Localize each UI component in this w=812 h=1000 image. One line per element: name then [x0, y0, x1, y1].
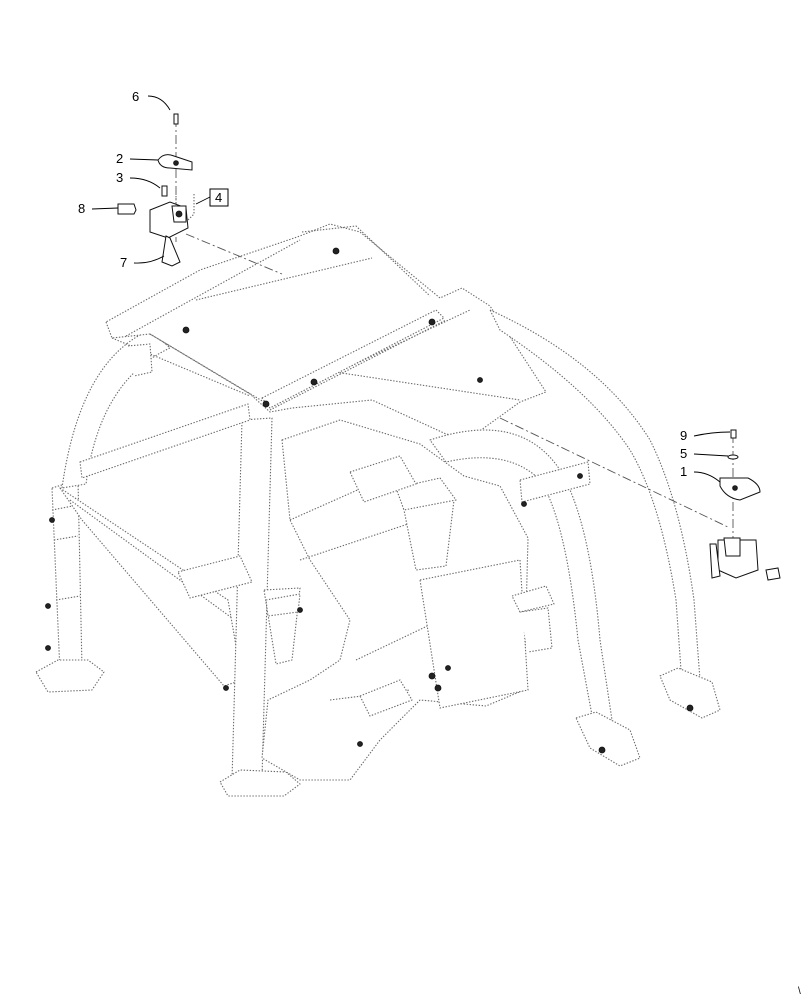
washer-5-right [727, 454, 739, 460]
roof-panel [105, 223, 547, 439]
rear-cross-member [519, 461, 591, 503]
right-front-foot [575, 711, 641, 767]
plug-8-left [117, 203, 137, 215]
callout-6: 6 [132, 89, 139, 104]
callouts: 6 2 3 8 4 7 9 5 1 [78, 89, 731, 483]
left-rear-foot [35, 659, 105, 693]
left-handle [127, 343, 153, 377]
callout-2: 2 [116, 151, 123, 166]
roof-center-beam [261, 309, 445, 409]
left-step [359, 679, 413, 717]
screw-6-left [173, 113, 179, 125]
callout-8: 8 [78, 201, 85, 216]
plug-8-right [765, 567, 781, 581]
right-step [511, 585, 555, 613]
left-pedestal-top [265, 593, 301, 617]
left-seat-recess [177, 555, 253, 599]
console-box [419, 559, 529, 709]
loop-7-right [709, 543, 721, 579]
callout-7: 7 [120, 255, 127, 270]
right-handle [519, 607, 553, 653]
rops-frame [35, 223, 721, 797]
frame-bolts [45, 247, 694, 754]
right-lamp-assembly [709, 429, 781, 581]
right-seat-recess [349, 455, 417, 503]
bracket-1-right [719, 477, 761, 501]
screw-3-left [161, 185, 168, 197]
left-front-foot [219, 769, 301, 797]
callout-5: 5 [680, 446, 687, 461]
footer-mark: \ [798, 986, 801, 997]
right-pedestal [401, 499, 455, 571]
callout-9: 9 [680, 428, 687, 443]
right-front-bow [429, 429, 613, 727]
left-lamp-assembly [117, 113, 195, 267]
callout-4: 4 [215, 190, 222, 205]
callout-3: 3 [116, 170, 123, 185]
left-cross-bar [79, 403, 251, 479]
loop-7-left [161, 235, 181, 267]
screw-9-right [730, 429, 737, 439]
right-rear-foot [659, 667, 721, 719]
callout-1: 1 [680, 464, 687, 479]
